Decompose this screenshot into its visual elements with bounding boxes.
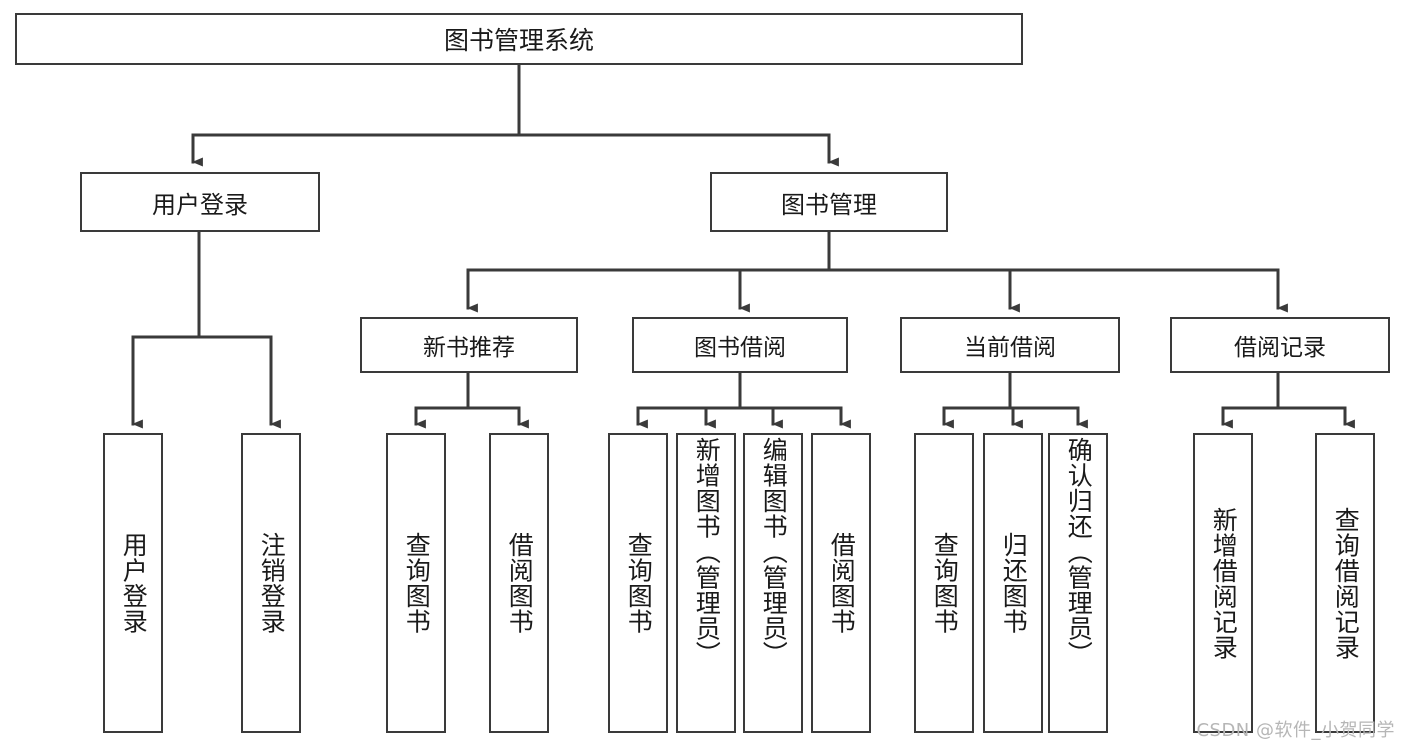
node-borrow-record[interactable]: 借阅记录 bbox=[1170, 317, 1390, 373]
leaf-user-login-signin[interactable]: 用户登录 bbox=[103, 433, 163, 733]
leaf-current-confirm-return-admin[interactable]: 确认归还（管理员） bbox=[1048, 433, 1108, 733]
leaf-borrow-edit-book-admin[interactable]: 编辑图书（管理员） bbox=[743, 433, 803, 733]
leaf-label: 查询图书 bbox=[624, 532, 654, 634]
leaf-label: 新增图书（管理员） bbox=[692, 437, 722, 667]
leaf-current-return-book[interactable]: 归还图书 bbox=[983, 433, 1043, 733]
leaf-label: 确认归还（管理员） bbox=[1064, 437, 1094, 667]
node-root-label: 图书管理系统 bbox=[443, 26, 594, 55]
leaf-borrow-borrow-book[interactable]: 借阅图书 bbox=[811, 433, 871, 733]
leaf-label: 查询图书 bbox=[402, 532, 432, 634]
node-new-book-recommend[interactable]: 新书推荐 bbox=[360, 317, 578, 373]
node-book-management[interactable]: 图书管理 bbox=[710, 172, 948, 232]
node-book-borrow-label: 图书借阅 bbox=[694, 335, 786, 361]
leaf-label: 注销登录 bbox=[257, 532, 287, 634]
node-user-login-label: 用户登录 bbox=[152, 190, 248, 219]
node-borrow-record-label: 借阅记录 bbox=[1234, 335, 1326, 361]
leaf-new-book-borrow[interactable]: 借阅图书 bbox=[489, 433, 549, 733]
leaf-label: 借阅图书 bbox=[827, 532, 857, 634]
csdn-watermark: CSDN @软件_小贺同学 bbox=[1196, 720, 1395, 741]
leaf-borrow-add-book-admin[interactable]: 新增图书（管理员） bbox=[676, 433, 736, 733]
leaf-current-query-book[interactable]: 查询图书 bbox=[914, 433, 974, 733]
leaf-label: 新增借阅记录 bbox=[1209, 506, 1239, 660]
node-new-book-recommend-label: 新书推荐 bbox=[423, 335, 515, 361]
leaf-label: 用户登录 bbox=[119, 532, 149, 634]
leaf-record-add-record[interactable]: 新增借阅记录 bbox=[1193, 433, 1253, 733]
node-current-borrow[interactable]: 当前借阅 bbox=[900, 317, 1120, 373]
leaf-user-login-signout[interactable]: 注销登录 bbox=[241, 433, 301, 733]
leaf-new-book-query[interactable]: 查询图书 bbox=[386, 433, 446, 733]
node-book-management-label: 图书管理 bbox=[781, 190, 877, 219]
leaf-borrow-query-book[interactable]: 查询图书 bbox=[608, 433, 668, 733]
node-current-borrow-label: 当前借阅 bbox=[964, 335, 1056, 361]
leaf-label: 归还图书 bbox=[999, 532, 1029, 634]
leaf-record-query-record[interactable]: 查询借阅记录 bbox=[1315, 433, 1375, 733]
node-user-login[interactable]: 用户登录 bbox=[80, 172, 320, 232]
leaf-label: 查询借阅记录 bbox=[1331, 506, 1361, 660]
leaf-label: 编辑图书（管理员） bbox=[759, 437, 789, 667]
leaf-label: 借阅图书 bbox=[505, 532, 535, 634]
node-root[interactable]: 图书管理系统 bbox=[15, 13, 1023, 65]
leaf-label: 查询图书 bbox=[930, 532, 960, 634]
node-book-borrow[interactable]: 图书借阅 bbox=[632, 317, 848, 373]
